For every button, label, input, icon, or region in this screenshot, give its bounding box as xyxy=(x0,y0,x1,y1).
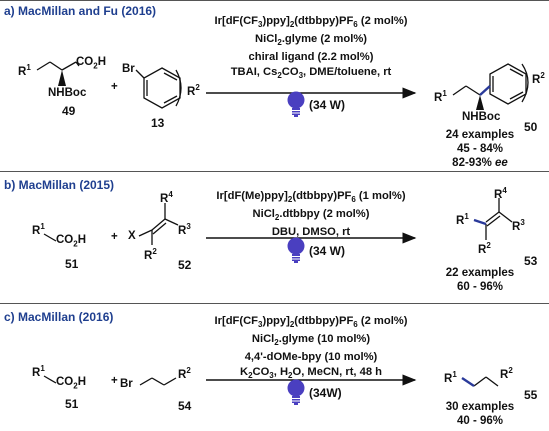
plus-sign: + xyxy=(111,81,118,93)
panel-a-results: 24 examples 45 - 84% 82-93% ee xyxy=(440,128,520,170)
compound-number: 54 xyxy=(178,399,192,413)
structure-50 xyxy=(452,63,529,105)
new-bond-50 xyxy=(479,85,491,96)
r4-label: R4 xyxy=(494,186,507,201)
structure-51-c xyxy=(43,375,57,384)
r3-label: R3 xyxy=(178,222,191,237)
compound-number: 50 xyxy=(524,120,538,134)
wedge-bond-49 xyxy=(58,70,66,86)
result-line: 24 examples xyxy=(445,129,515,141)
light-bulb-icon xyxy=(287,91,305,117)
condition-line: 4,4'-dOMe-bpy (10 mol%) xyxy=(244,351,378,364)
structure-53 xyxy=(485,198,513,240)
light-label: (34 W) xyxy=(309,98,345,112)
r2-label: R2 xyxy=(532,71,545,86)
r1-label: R1 xyxy=(444,370,457,385)
nhboc-label: NHBoc xyxy=(48,87,87,99)
result-line: 60 - 96% xyxy=(456,281,504,293)
compound-number: 51 xyxy=(65,397,79,411)
r3-label: R3 xyxy=(512,218,525,233)
r4-label: R4 xyxy=(160,190,173,205)
compound-number: 52 xyxy=(178,258,192,272)
r1-label: R1 xyxy=(18,63,31,78)
new-bond-55 xyxy=(461,377,475,387)
acid-label: CO2H xyxy=(56,234,87,249)
structure-52 xyxy=(138,203,179,245)
light-label: (34W) xyxy=(309,386,342,400)
structure-55 xyxy=(473,376,499,387)
light-bulb-icon xyxy=(287,379,305,405)
panel-b-results: 22 examples 60 - 96% xyxy=(440,266,520,294)
structure-13 xyxy=(135,67,182,109)
compound-number: 13 xyxy=(151,116,165,130)
structure-51-b xyxy=(43,233,57,242)
condition-line: NiCl2.glyme (10 mol%) xyxy=(251,333,371,348)
wedge-bond-50 xyxy=(476,95,484,110)
condition-line: TBAI, Cs2CO3, DME/toluene, rt xyxy=(230,66,392,81)
r1-label: R1 xyxy=(434,89,447,104)
condition-line: Ir[dF(CF3)ppy]2(dtbbpy)PF6 (2 mol%) xyxy=(214,315,408,330)
nhboc-label: NHBoc xyxy=(462,111,501,123)
acid-label: CO2H xyxy=(56,376,87,391)
r2-label: R2 xyxy=(500,366,513,381)
divider-bc xyxy=(0,303,549,304)
panel-a-header: a) MacMillan and Fu (2016) xyxy=(4,4,157,18)
new-bond-53 xyxy=(473,218,487,226)
structure-54 xyxy=(139,377,177,386)
condition-line: chiral ligand (2.2 mol%) xyxy=(248,51,374,64)
structure-49 xyxy=(36,61,80,71)
result-line: 22 examples xyxy=(445,267,515,279)
r2-label: R2 xyxy=(478,241,491,256)
condition-line: Ir[dF(Me)ppy]2(dtbbpy)PF6 (1 mol%) xyxy=(216,190,406,205)
light-label: (34 W) xyxy=(309,244,345,258)
acid-label: CO2H xyxy=(76,56,107,71)
light-bulb-icon xyxy=(287,237,305,263)
result-line: 40 - 96% xyxy=(456,415,504,427)
compound-number: 53 xyxy=(524,254,538,268)
result-line: 30 examples xyxy=(445,401,515,413)
panel-b-conditions: Ir[dF(Me)ppy]2(dtbbpy)PF6 (1 mol%) NiCl2… xyxy=(206,189,416,240)
r2-label: R2 xyxy=(187,83,200,98)
r1-label: R1 xyxy=(456,212,469,227)
plus-sign: + xyxy=(111,375,118,387)
condition-line: DBU, DMSO, rt xyxy=(271,226,351,239)
compound-number: 51 xyxy=(65,257,79,271)
r1-label: R1 xyxy=(32,364,45,379)
result-line: 45 - 84% xyxy=(456,143,504,155)
plus-sign: + xyxy=(111,231,118,243)
top-border xyxy=(0,0,549,1)
r1-label: R1 xyxy=(32,222,45,237)
compound-number: 55 xyxy=(524,388,538,402)
condition-line: NiCl2.glyme (2 mol%) xyxy=(255,33,367,48)
br-label: Br xyxy=(120,378,133,390)
x-label: X xyxy=(128,230,136,242)
condition-line: Ir[dF(CF3)ppy]2(dtbbpy)PF6 (2 mol%) xyxy=(214,15,408,30)
panel-c-header: c) MacMillan (2016) xyxy=(4,310,114,324)
r2-label: R2 xyxy=(178,366,191,381)
panel-b-header: b) MacMillan (2015) xyxy=(4,178,115,192)
panel-c-conditions: Ir[dF(CF3)ppy]2(dtbbpy)PF6 (2 mol%) NiCl… xyxy=(206,314,416,384)
panel-a-conditions: Ir[dF(CF3)ppy]2(dtbbpy)PF6 (2 mol%) NiCl… xyxy=(206,14,416,84)
br-label: Br xyxy=(122,63,135,75)
result-line: 82-93% ee xyxy=(452,157,508,169)
panel-c-results: 30 examples 40 - 96% xyxy=(440,400,520,428)
condition-line: K2CO3, H2O, MeCN, rt, 48 h xyxy=(239,366,383,381)
divider-ab xyxy=(0,171,549,172)
r2-label: R2 xyxy=(144,247,157,262)
condition-line: NiCl2.dtbbpy (2 mol%) xyxy=(252,208,370,223)
compound-number: 49 xyxy=(62,104,76,118)
